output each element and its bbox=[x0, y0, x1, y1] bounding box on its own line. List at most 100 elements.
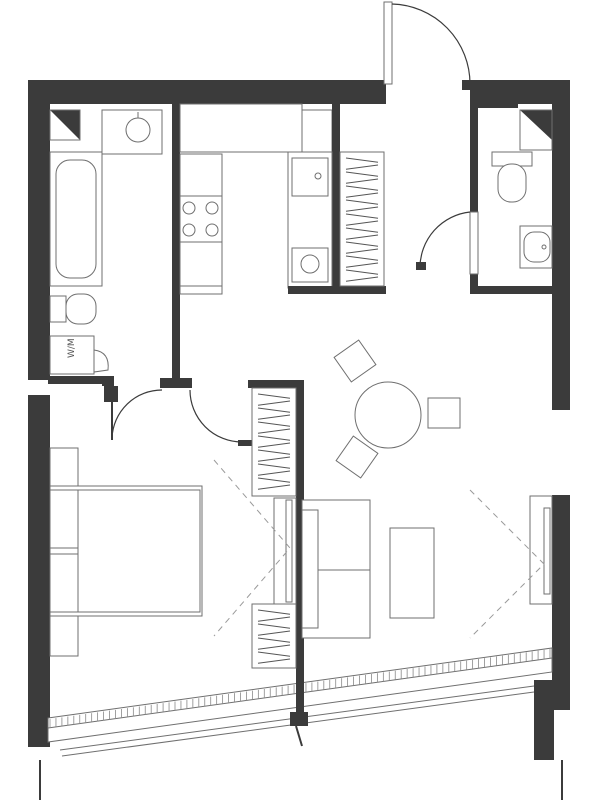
washing-machine-label: W/M bbox=[67, 338, 77, 358]
hanger-line bbox=[257, 407, 291, 413]
kitchen-top-zone bbox=[179, 103, 303, 153]
hanger-line bbox=[345, 199, 379, 205]
bath-sink[interactable] bbox=[125, 117, 151, 143]
hanger-line bbox=[345, 192, 379, 198]
hob-burner-2 bbox=[205, 201, 219, 215]
wc-bottom-wall bbox=[470, 286, 554, 294]
kitchen-top-cabinet bbox=[301, 109, 333, 153]
hanger-line bbox=[257, 623, 291, 629]
hanger-line bbox=[257, 414, 291, 420]
hanger-line bbox=[257, 442, 291, 448]
hanger-line bbox=[345, 213, 379, 219]
hanger-line bbox=[257, 637, 291, 643]
hanger-line bbox=[345, 206, 379, 212]
hanger-line bbox=[345, 178, 379, 184]
hanger-line bbox=[257, 470, 291, 476]
bed-pillow-top bbox=[49, 489, 81, 549]
bed-blanket bbox=[77, 489, 201, 613]
wardrobe-hangers bbox=[345, 157, 379, 282]
bedroom-door-swing-left bbox=[111, 389, 163, 439]
hanger-line bbox=[257, 421, 291, 427]
living-room bbox=[301, 339, 553, 639]
wc-door-jamb bbox=[416, 262, 426, 270]
hanger-line bbox=[345, 234, 379, 240]
kitchen-left-counter bbox=[179, 153, 223, 289]
hanger-line bbox=[345, 276, 379, 282]
kitchen-bottom-wall bbox=[288, 286, 386, 294]
sofa-back bbox=[301, 509, 319, 629]
entrance-door[interactable] bbox=[383, 1, 472, 90]
entrance-door-leaf[interactable] bbox=[383, 1, 393, 85]
bathroom: W/M bbox=[48, 109, 163, 386]
central-wardrobe-hangers bbox=[257, 393, 291, 664]
nightstand-top[interactable] bbox=[49, 447, 79, 493]
hob-burner-3 bbox=[182, 223, 196, 237]
hanger-line bbox=[257, 651, 291, 657]
hanger-line bbox=[345, 241, 379, 247]
hanger-line bbox=[345, 227, 379, 233]
entrance-door-swing bbox=[391, 3, 471, 85]
window-mullion-leg bbox=[295, 725, 303, 747]
wc-shaft-frame bbox=[519, 109, 553, 151]
hanger-line bbox=[345, 269, 379, 275]
bedroom-door-jamb-left bbox=[104, 386, 118, 402]
bedroom-door-swing-right bbox=[189, 389, 243, 443]
hanger-line bbox=[257, 658, 291, 664]
bath-toilet-bowl[interactable] bbox=[65, 293, 97, 325]
wc-sink[interactable] bbox=[523, 231, 551, 263]
wc-door-leaf[interactable] bbox=[469, 211, 479, 275]
wc-top-strip bbox=[478, 104, 518, 108]
hanger-line bbox=[345, 262, 379, 268]
bed-pillow-bottom bbox=[49, 553, 81, 613]
bath-small-sink bbox=[93, 349, 109, 373]
hanger-line bbox=[257, 609, 291, 615]
right-wall-upper bbox=[552, 80, 570, 410]
kitchen-sink[interactable] bbox=[291, 157, 329, 197]
hanger-line bbox=[257, 616, 291, 622]
dining-chair-3[interactable] bbox=[335, 435, 379, 479]
hanger-line bbox=[257, 463, 291, 469]
hanger-line bbox=[257, 456, 291, 462]
hanger-line bbox=[257, 435, 291, 441]
hanger-line bbox=[257, 449, 291, 455]
tv-right[interactable] bbox=[543, 507, 551, 595]
hanger-line bbox=[257, 484, 291, 490]
wc-door-swing bbox=[419, 211, 471, 269]
tv-left[interactable] bbox=[285, 499, 293, 603]
central-wardrobe-lower[interactable] bbox=[251, 603, 297, 669]
dishwasher-dial bbox=[300, 254, 320, 274]
bedroom-door-stop bbox=[238, 440, 252, 446]
kitchen-partition-foot bbox=[160, 378, 192, 388]
wc bbox=[416, 104, 554, 294]
left-wall-upper bbox=[28, 80, 50, 380]
hanger-line bbox=[257, 400, 291, 406]
top-wall-left bbox=[28, 80, 386, 104]
hanger-line bbox=[345, 171, 379, 177]
hanger-line bbox=[345, 255, 379, 261]
bath-shaft bbox=[50, 110, 80, 140]
hanger-line bbox=[345, 248, 379, 254]
dining-chair-2[interactable] bbox=[427, 397, 461, 429]
cooktop[interactable] bbox=[179, 195, 223, 243]
bedroom-door[interactable] bbox=[104, 386, 252, 446]
kitchen-sink-drain bbox=[314, 172, 322, 180]
washing-machine[interactable] bbox=[49, 335, 95, 375]
hanger-line bbox=[257, 644, 291, 650]
dishwasher[interactable] bbox=[291, 247, 329, 283]
coffee-table[interactable] bbox=[389, 527, 435, 619]
nightstand-bottom[interactable] bbox=[49, 611, 79, 657]
hanger-line bbox=[345, 164, 379, 170]
right-wall-lower bbox=[552, 495, 570, 710]
bath-shaft-frame bbox=[49, 109, 81, 141]
entrance-door-jamb bbox=[462, 80, 472, 90]
kitchen-right-partition bbox=[332, 104, 340, 292]
dining-chair-1[interactable] bbox=[333, 339, 377, 383]
hanger-line bbox=[345, 157, 379, 163]
wc-toilet-bowl[interactable] bbox=[497, 163, 527, 203]
exterior-walls bbox=[28, 80, 570, 800]
dining-table[interactable] bbox=[354, 381, 422, 449]
left-wall-lower bbox=[28, 395, 50, 747]
hanger-line bbox=[345, 220, 379, 226]
wc-left-wall bbox=[470, 104, 478, 290]
